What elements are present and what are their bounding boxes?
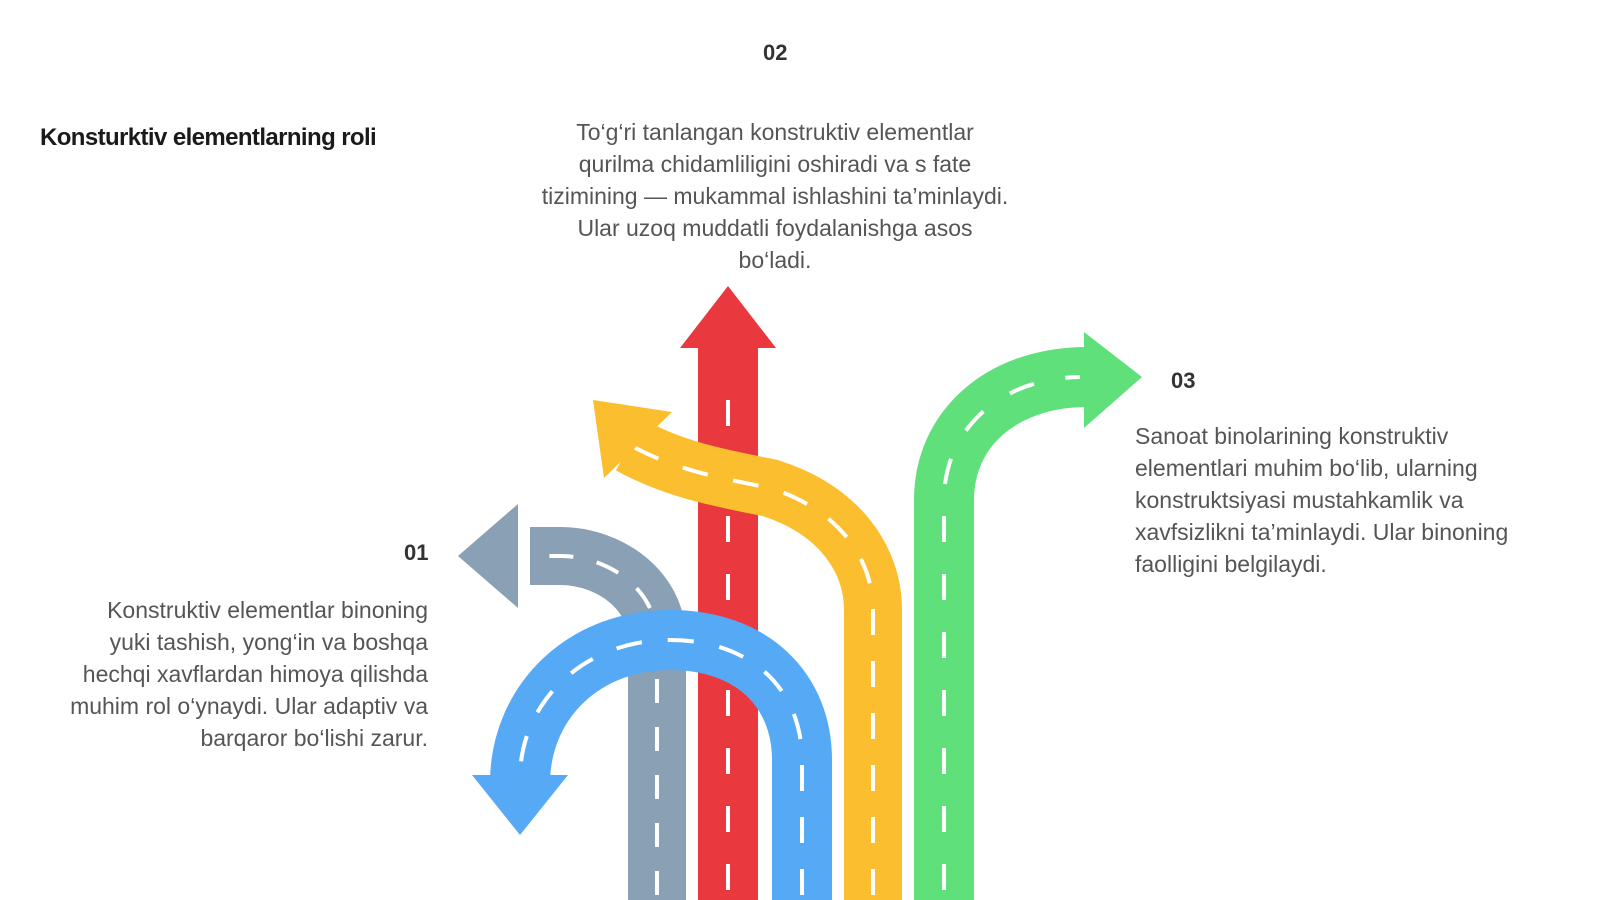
green-road-dashes	[942, 375, 1081, 890]
gray-arrow-head	[458, 504, 518, 608]
green-arrow-head	[1084, 332, 1142, 428]
blue-arrow-head	[472, 775, 568, 835]
yellow-road-dashes	[629, 443, 875, 895]
blue-arrow	[472, 609, 832, 900]
blue-road-dashes	[518, 637, 804, 895]
green-arrow	[914, 332, 1142, 900]
step-number-02: 02	[763, 40, 788, 65]
yellow-arrow-head	[593, 400, 672, 478]
slide-title: Konsturktiv elementlarning roli	[40, 124, 377, 151]
green-road	[914, 347, 1087, 900]
step-text-02: To‘g‘ri tanlangan konstruktiv elementlar…	[541, 119, 1009, 273]
step-text-03: Sanoat binolarining konstruktiv elementl…	[1135, 423, 1509, 577]
step-number-03: 03	[1171, 368, 1196, 393]
step-text-01: Konstruktiv elementlar binoning yuki tas…	[70, 597, 428, 751]
yellow-arrow	[593, 400, 902, 900]
gray-road-dashes	[500, 554, 659, 895]
red-arrow	[680, 286, 776, 900]
red-arrow-head	[680, 286, 776, 348]
step-number-01: 01	[404, 540, 429, 565]
